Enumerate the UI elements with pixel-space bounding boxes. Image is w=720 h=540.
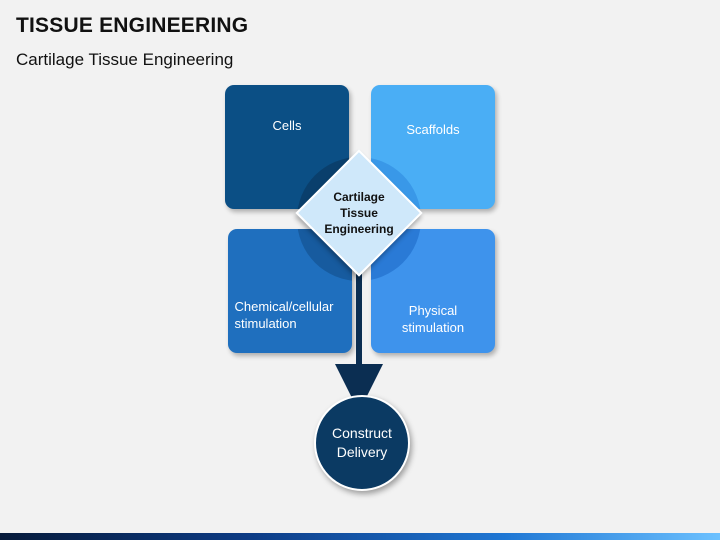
chemical-stimulation-line1: Chemical/cellular <box>234 299 334 314</box>
cells-box: Cells <box>225 85 349 209</box>
chemical-stimulation-label: Chemical/cellular stimulation <box>234 286 337 331</box>
center-label: Cartilage Tissue Engineering <box>314 168 404 258</box>
center-line2: Tissue <box>340 206 378 220</box>
cells-label: Cells <box>272 117 302 133</box>
scaffolds-label: Scaffolds <box>406 121 460 137</box>
physical-stimulation-label: Physical stimulation <box>402 288 464 335</box>
footer-bar <box>0 533 720 540</box>
center-line3: Engineering <box>324 222 394 236</box>
delivery-line1: Construct <box>332 425 392 441</box>
slide-subtitle: Cartilage Tissue Engineering <box>16 50 234 69</box>
slide-title: TISSUE ENGINEERING <box>16 14 249 37</box>
physical-stimulation-line2: stimulation <box>401 320 465 335</box>
physical-stimulation-line1: Physical <box>408 303 458 318</box>
construct-delivery-circle: Construct Delivery <box>314 395 410 491</box>
chemical-stimulation-line2: stimulation <box>234 316 297 331</box>
delivery-line2: Delivery <box>336 444 388 460</box>
chemical-stimulation-box: Chemical/cellular stimulation <box>228 229 352 353</box>
center-line1: Cartilage <box>333 190 385 204</box>
